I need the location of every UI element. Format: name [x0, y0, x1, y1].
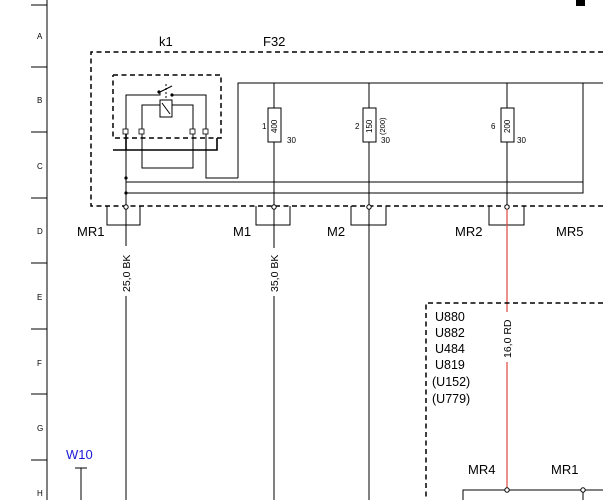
relay-k1 [112, 74, 222, 151]
wire-16-rd: 16,0 RD [498, 209, 515, 490]
fuse-1-number: 1 [262, 122, 267, 131]
unit-name-label: F32 [263, 34, 285, 49]
module-code-5: (U152) [432, 375, 470, 389]
connector-mr1-label: MR1 [77, 224, 104, 239]
row-ruler: A B C D E F G H [31, 0, 48, 500]
row-label-d: D [37, 227, 43, 236]
module-code-2: U882 [435, 326, 465, 340]
row-label-b: B [37, 96, 42, 105]
module-code-3: U484 [435, 342, 465, 356]
fuse-2: 2 150 (200) 30 [355, 104, 390, 147]
fuse-1-pin: 30 [287, 136, 296, 145]
connector-m1-label: M1 [233, 224, 251, 239]
row-label-h: H [37, 489, 43, 498]
wire-16-rd-label: 16,0 RD [502, 319, 514, 358]
unit-f32-outline: F32 k1 [90, 34, 603, 207]
connector-mr1-lower-label: MR1 [551, 462, 578, 477]
wire-35-bk: 35,0 BK [265, 209, 282, 500]
row-label-c: C [37, 162, 43, 171]
connector-mr5-label: MR5 [556, 224, 583, 239]
module-code-4: U819 [435, 358, 465, 372]
fuse-1-rating: 400 [270, 119, 279, 133]
fuse-1: 1 400 30 [262, 104, 296, 147]
wire-35-bk-label: 35,0 BK [269, 255, 281, 292]
fuse-2-number: 2 [355, 122, 360, 131]
row-label-f: F [37, 359, 42, 368]
fuse-6-rating: 200 [503, 119, 512, 133]
row-label-g: G [37, 424, 43, 433]
module-code-1: U880 [435, 310, 465, 324]
module-code-6: (U779) [432, 392, 470, 406]
connector-mr1: MR1 [77, 204, 141, 239]
connector-m2-label: M2 [327, 224, 345, 239]
connector-mr1-lower: MR1 [551, 462, 586, 500]
corner-mark [576, 0, 585, 6]
module-outline: U880 U882 U484 U819 (U152) (U779) [425, 302, 603, 500]
connector-mr4-label: MR4 [468, 462, 495, 477]
wire-25-bk-label: 25,0 BK [121, 255, 133, 292]
fuse-6-number: 6 [491, 122, 496, 131]
wire-25-bk: 25,0 BK [117, 209, 134, 500]
connector-mr4: MR4 [462, 462, 603, 500]
connector-mr2: MR2 [455, 204, 525, 239]
fuse-6: 6 200 30 [491, 104, 526, 147]
reference-w10-label[interactable]: W10 [66, 447, 93, 462]
f32-internal-wiring [124, 82, 603, 206]
fuse-2-pin: 30 [381, 136, 390, 145]
fuse-2-rating: 150 [365, 119, 374, 133]
row-label-e: E [37, 293, 42, 302]
connector-mr2-label: MR2 [455, 224, 482, 239]
connector-m1: M1 [233, 204, 291, 239]
fuse-2-alt-rating: (200) [378, 117, 387, 135]
connector-m2: M2 [327, 204, 387, 239]
row-label-a: A [37, 32, 43, 41]
reference-w10[interactable]: W10 [66, 447, 93, 500]
fuse-6-pin: 30 [517, 136, 526, 145]
relay-name-label: k1 [159, 34, 173, 49]
